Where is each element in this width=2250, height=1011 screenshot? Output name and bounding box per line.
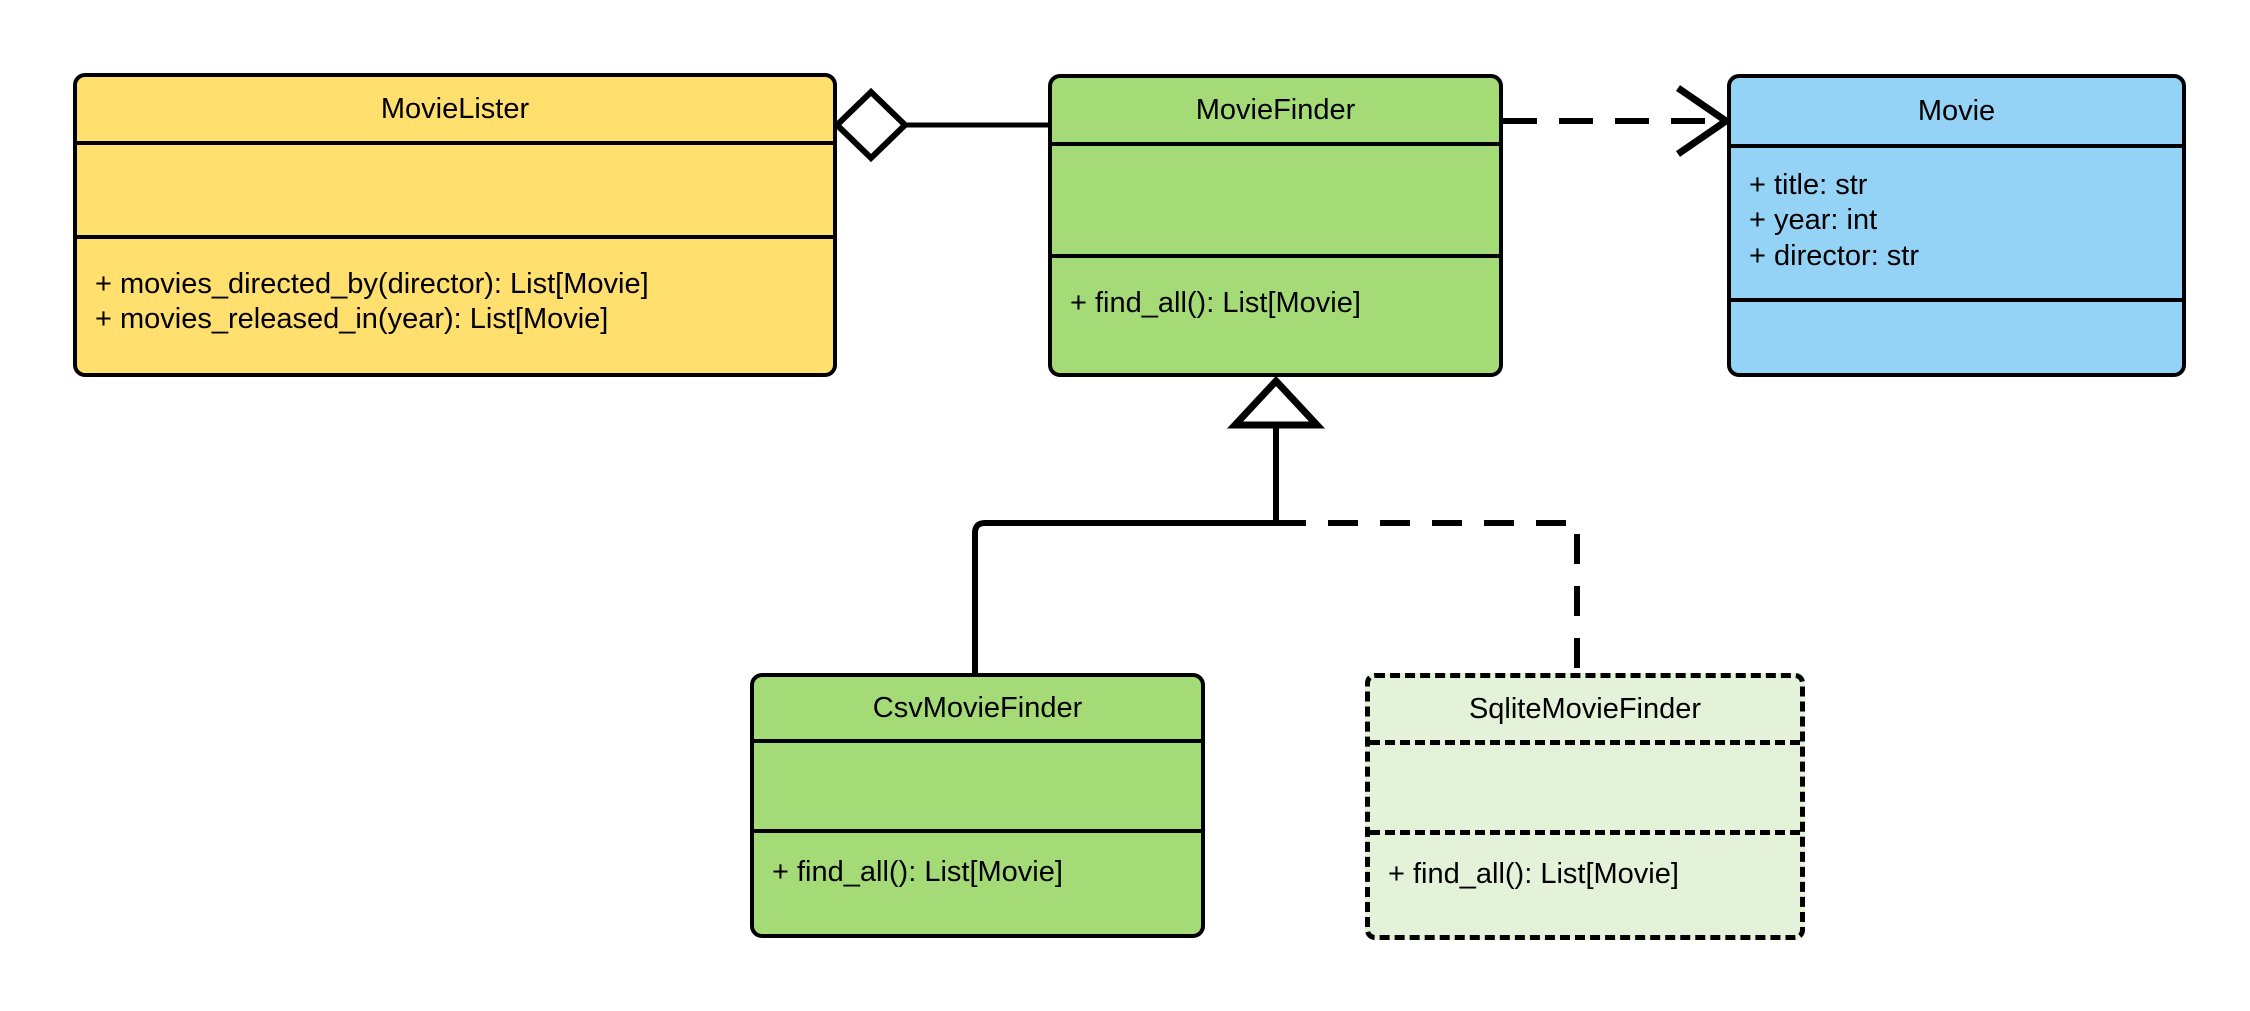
attributes-compartment: + title: str + year: int + director: str [1731,144,2182,298]
class-title: MovieLister [380,92,530,125]
method-label: + find_all(): List[Movie] [772,856,1063,888]
method-item: + find_all(): List[Movie] [1070,286,1499,321]
attribute-label: + year: int [1749,204,1878,237]
methods-compartment: + find_all(): List[Movie] [1370,830,1800,935]
class-box-movie[interactable]: Movie + title: str + year: int + directo… [1727,74,2186,377]
class-name-compartment: MovieFinder [1052,78,1499,142]
method-item: + find_all(): List[Movie] [1388,857,1800,892]
class-box-movie-lister[interactable]: MovieLister + movies_directed_by(directo… [73,73,837,377]
class-name-compartment: CsvMovieFinder [754,677,1201,739]
attributes-compartment [1370,740,1800,830]
class-title: Movie [1917,94,1996,127]
class-title: MovieFinder [1195,93,1356,126]
methods-compartment: + find_all(): List[Movie] [754,829,1201,934]
attribute-label: + title: str [1749,169,1868,201]
sqlite-inheritance-elbow [1276,520,1580,673]
class-name-compartment: Movie [1731,78,2182,144]
relationship-generalization-csv[interactable] [972,375,1326,673]
hollow-triangle-icon [1226,375,1326,429]
class-name-compartment: MovieLister [77,77,833,141]
relationship-generalization-sqlite[interactable] [1276,520,1580,673]
method-label: + movies_released_in(year): List[Movie] [95,303,609,336]
attributes-compartment [1052,142,1499,254]
class-name-compartment: SqliteMovieFinder [1370,678,1800,740]
class-box-csv-movie-finder[interactable]: CsvMovieFinder + find_all(): List[Movie] [750,673,1205,938]
method-label: + find_all(): List[Movie] [1070,287,1361,319]
method-label: + movies_directed_by(director): List[Mov… [95,268,649,300]
attributes-compartment [77,141,833,235]
class-box-movie-finder[interactable]: MovieFinder + find_all(): List[Movie] [1048,74,1503,377]
methods-compartment: + movies_directed_by(director): List[Mov… [77,235,833,373]
relationship-dependency[interactable] [1503,85,1733,157]
attribute-label: + director: str [1749,239,1920,272]
class-box-sqlite-movie-finder[interactable]: SqliteMovieFinder + find_all(): List[Mov… [1365,673,1805,940]
method-item: + movies_directed_by(director): List[Mov… [95,267,833,338]
attributes-compartment [754,739,1201,829]
open-arrow-icon [1676,85,1733,157]
method-item: + find_all(): List[Movie] [772,855,1201,890]
method-label: + find_all(): List[Movie] [1388,858,1679,890]
hollow-diamond-icon [832,87,910,163]
class-title: SqliteMovieFinder [1468,692,1702,725]
methods-compartment [1731,298,2182,373]
relationship-aggregation[interactable] [832,87,1048,163]
csv-inheritance-elbow [972,520,1276,673]
class-title: CsvMovieFinder [872,691,1083,724]
methods-compartment: + find_all(): List[Movie] [1052,254,1499,373]
attribute-item: + title: str + year: int + director: str [1749,168,2182,274]
